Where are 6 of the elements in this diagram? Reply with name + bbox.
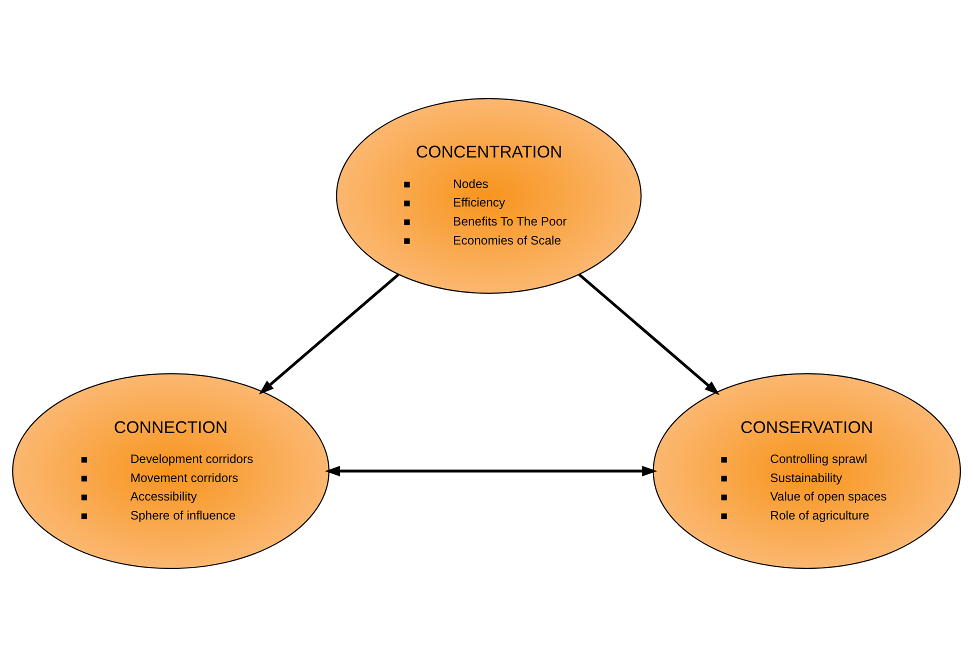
node-ellipse: CONSERVATION Controlling sprawl Sustainability Value of open spaces Role of agriculture [652, 372, 961, 569]
arrow [578, 272, 720, 395]
node-ellipse: CONCENTRATION Nodes Efficiency Benefits To The Poor Economies of Scale [336, 97, 642, 294]
node-ellipse: CONNECTION Development corridors Movement corridors Accessibility Sphere of influence [12, 372, 330, 569]
arrow [324, 465, 658, 476]
arrow [258, 272, 400, 394]
